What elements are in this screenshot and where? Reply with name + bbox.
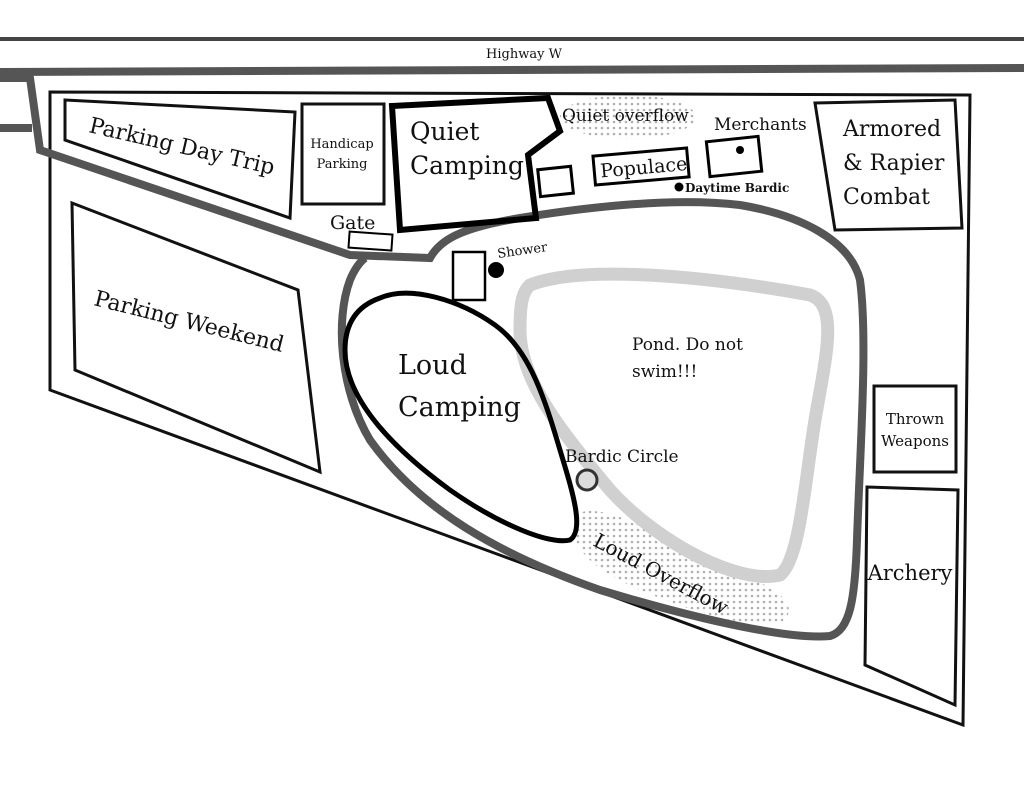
parking-day-trip-label: Parking Day Trip	[87, 113, 277, 180]
loud-camping-label-2: Camping	[398, 392, 521, 423]
quiet-overflow-area	[560, 95, 696, 139]
entrance-road	[0, 74, 868, 641]
armored-rapier-combat-area	[813, 98, 964, 232]
gate-label: Gate	[330, 212, 375, 234]
archery-label: Archery	[867, 561, 953, 585]
handicap-label-1: Handicap	[310, 137, 373, 152]
quiet-camping-label-1: Quiet	[410, 117, 479, 146]
daytime-bardic-label: Daytime Bardic	[685, 181, 789, 195]
pond	[513, 267, 835, 583]
thrown-label-2: Weapons	[881, 432, 949, 450]
loud-camping-area	[342, 290, 580, 544]
armored-label-3: Combat	[843, 185, 930, 210]
gate	[347, 230, 394, 252]
parking-weekend-area	[70, 200, 322, 475]
loud-overflow-area	[573, 511, 789, 624]
highway-label: Highway W	[486, 47, 563, 62]
merchants-area	[704, 134, 764, 179]
property-boundary	[48, 90, 972, 728]
merchants-label: Merchants	[714, 115, 807, 135]
road	[0, 64, 1024, 76]
armored-label-2: & Rapier	[843, 151, 945, 176]
merchants-marker	[736, 146, 744, 154]
quiet-overflow-label: Quiet overflow	[562, 106, 689, 126]
bardic-circle-label: Bardic Circle	[565, 447, 679, 467]
pond-label-2: swim!!!	[632, 362, 697, 382]
loud-camping-label-1: Loud	[398, 350, 467, 381]
thrown-label-1: Thrown	[886, 410, 945, 428]
parking-day-trip-area	[63, 98, 297, 221]
daytime-bardic-marker	[674, 182, 684, 192]
shower-label: Shower	[496, 240, 549, 262]
handicap-label-2: Parking	[317, 157, 368, 172]
parking-weekend-label: Parking Weekend	[92, 287, 287, 358]
handicap-parking-area	[300, 102, 386, 206]
thrown-weapons-area	[872, 384, 958, 474]
pond-label-1: Pond. Do not	[632, 335, 743, 355]
shower-marker	[488, 262, 504, 278]
quiet-camping-area	[388, 94, 564, 234]
armored-label-1: Armored	[842, 117, 941, 142]
shower-building	[451, 250, 487, 302]
small-structure	[536, 164, 576, 199]
populace-area	[591, 146, 691, 187]
archery-area	[863, 485, 960, 708]
bardic-circle-marker	[575, 468, 599, 492]
quiet-camping-label-2: Camping	[410, 151, 524, 180]
